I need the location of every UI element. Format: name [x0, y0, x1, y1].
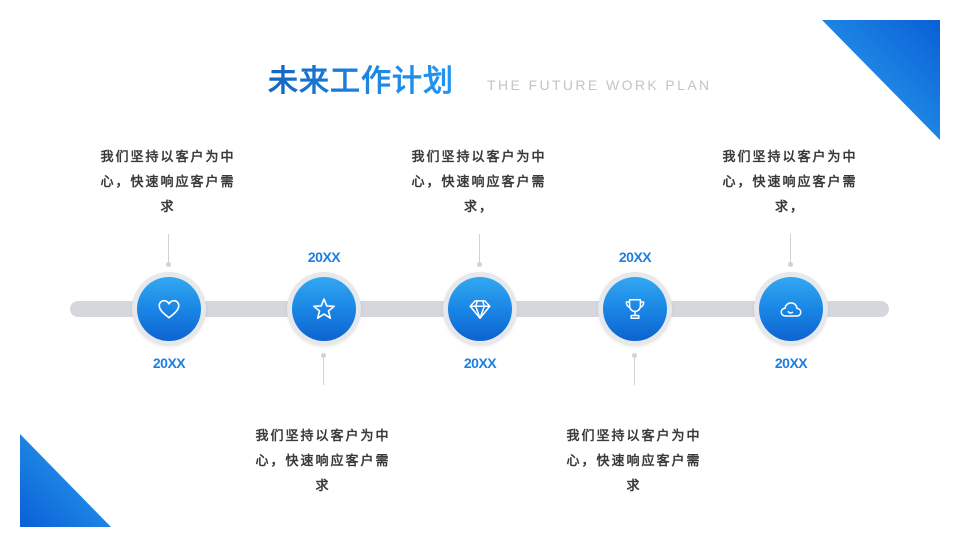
page-subtitle: THE FUTURE WORK PLAN: [487, 77, 712, 93]
milestone-3-connector: [479, 234, 480, 264]
milestone-4-node: [598, 272, 672, 346]
heart-icon: [158, 299, 180, 319]
milestone-3-connector-dot: [477, 262, 482, 267]
milestone-3-year: 20XX: [463, 355, 497, 371]
milestone-4-connector: [634, 355, 635, 385]
milestone-2-node: [287, 272, 361, 346]
milestone-3-node: [443, 272, 517, 346]
milestone-5-connector: [790, 234, 791, 264]
milestone-2-year: 20XX: [307, 249, 341, 265]
milestone-2-connector: [323, 355, 324, 385]
milestone-1-description: 我们坚持以客户为中 心，快速响应客户需 求: [100, 150, 236, 215]
milestone-1-connector-dot: [166, 262, 171, 267]
trophy-icon: [625, 299, 645, 319]
cloud-icon: [780, 302, 802, 317]
milestone-5-description: 我们坚持以客户为中 心，快速响应客户需 求，: [722, 150, 858, 215]
milestone-3-description: 我们坚持以客户为中 心，快速响应客户需 求，: [411, 150, 547, 215]
page-title: 未来工作计划: [268, 62, 454, 102]
milestone-2-description: 我们坚持以客户为中 心，快速响应客户需 求: [255, 429, 391, 494]
milestone-4-year: 20XX: [618, 249, 652, 265]
milestone-5-connector-dot: [788, 262, 793, 267]
milestone-5-node: [754, 272, 828, 346]
milestone-1-year: 20XX: [152, 355, 186, 371]
corner-triangle-top-right: [822, 20, 940, 140]
milestone-1-connector: [168, 234, 169, 264]
corner-triangle-bottom-left: [20, 434, 111, 527]
star-icon: [313, 298, 335, 320]
milestone-4-description: 我们坚持以客户为中 心，快速响应客户需 求: [566, 429, 702, 494]
milestone-5-year: 20XX: [774, 355, 808, 371]
diamond-icon: [469, 300, 491, 319]
milestone-1-node: [132, 272, 206, 346]
